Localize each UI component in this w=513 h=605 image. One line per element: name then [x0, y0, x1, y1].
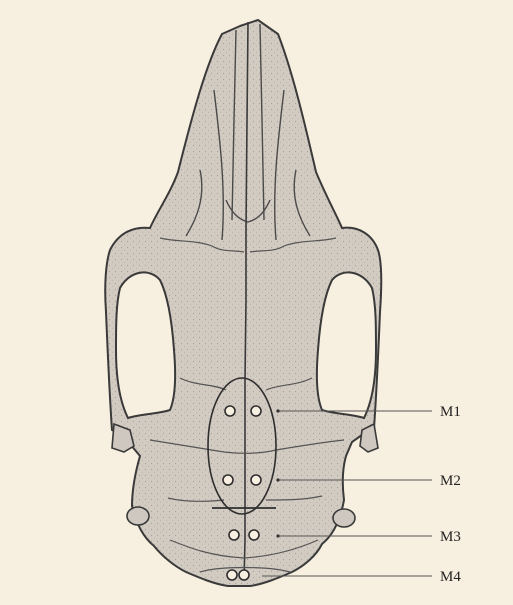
label-m3: M3 [440, 529, 461, 545]
label-m4: M4 [440, 569, 461, 585]
electrode-m3-right [249, 530, 259, 540]
left-orbit-opening [116, 272, 175, 418]
electrode-m1-right [251, 406, 261, 416]
electrode-m1-left [225, 406, 235, 416]
right-orbit-opening [317, 272, 376, 418]
electrode-m2-right [251, 475, 261, 485]
electrode-m4-right [239, 570, 249, 580]
label-m1: M1 [440, 404, 461, 420]
electrode-m4-left [227, 570, 237, 580]
label-m2: M2 [440, 473, 461, 489]
electrode-m2-left [223, 475, 233, 485]
electrode-m3-left [229, 530, 239, 540]
